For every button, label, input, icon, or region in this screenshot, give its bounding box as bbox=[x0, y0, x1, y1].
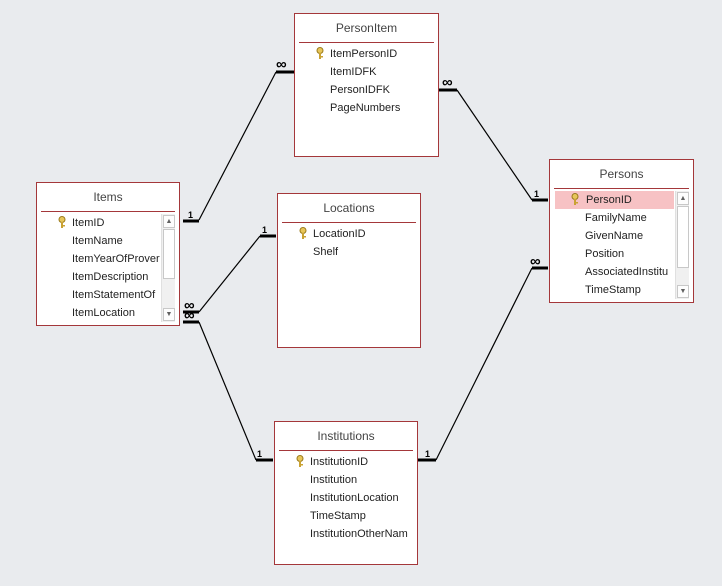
field-row[interactable]: FamilyName bbox=[550, 209, 674, 227]
field-row[interactable]: ItemStatementOf bbox=[37, 286, 161, 304]
field-label: GivenName bbox=[585, 230, 644, 242]
field-row[interactable]: InstitutionLocation bbox=[275, 489, 417, 507]
field-label: Shelf bbox=[313, 246, 339, 258]
primary-key-icon bbox=[58, 216, 66, 228]
one-marker: 1 bbox=[534, 189, 539, 199]
field-row[interactable]: ItemPersonID bbox=[295, 45, 438, 63]
field-label: TimeStamp bbox=[585, 284, 641, 296]
table-title[interactable]: Locations bbox=[323, 201, 375, 215]
primary-key-icon bbox=[299, 227, 307, 239]
table-title[interactable]: PersonItem bbox=[335, 21, 398, 35]
field-label: InstitutionID bbox=[310, 456, 369, 468]
many-marker: ∞ bbox=[184, 307, 195, 324]
title-divider bbox=[554, 188, 689, 189]
field-row-selected[interactable]: PersonID bbox=[555, 191, 674, 209]
scroll-up-button[interactable]: ▲ bbox=[677, 192, 689, 205]
scroll-down-button[interactable]: ▼ bbox=[677, 285, 689, 298]
field-row[interactable]: AssociatedInstitu bbox=[550, 263, 674, 281]
one-marker: 1 bbox=[425, 449, 430, 459]
many-marker: ∞ bbox=[530, 253, 541, 270]
field-row[interactable]: LocationID bbox=[278, 225, 420, 243]
table-items[interactable]: Items ItemID ItemName ItemYearOfProver I… bbox=[36, 182, 180, 326]
field-row[interactable]: ItemID bbox=[37, 214, 161, 232]
one-marker: 1 bbox=[188, 210, 193, 220]
vertical-scrollbar[interactable]: ▲ ▼ bbox=[675, 191, 689, 299]
field-row[interactable]: Position bbox=[550, 245, 674, 263]
table-institutions[interactable]: Institutions InstitutionID Institution I… bbox=[274, 421, 418, 565]
field-row[interactable]: GivenName bbox=[550, 227, 674, 245]
field-row[interactable]: InstitutionID bbox=[275, 453, 417, 471]
scroll-up-button[interactable]: ▲ bbox=[163, 215, 175, 228]
field-row[interactable]: InstitutionOtherNam bbox=[275, 525, 417, 543]
table-title[interactable]: Persons bbox=[599, 167, 644, 181]
field-row[interactable]: ItemLocation bbox=[37, 304, 161, 322]
field-list: PersonID FamilyName GivenName Position A… bbox=[550, 191, 674, 299]
field-row[interactable]: ItemIDFK bbox=[295, 63, 438, 81]
field-row[interactable]: PageNumbers bbox=[295, 99, 438, 117]
field-list: LocationID Shelf bbox=[278, 225, 420, 261]
scroll-down-button[interactable]: ▼ bbox=[163, 308, 175, 321]
title-divider bbox=[279, 450, 413, 451]
field-row[interactable]: Shelf bbox=[278, 243, 420, 261]
field-row[interactable]: Institution bbox=[275, 471, 417, 489]
table-locations[interactable]: Locations LocationID Shelf bbox=[277, 193, 421, 348]
field-row[interactable]: PersonIDFK bbox=[295, 81, 438, 99]
many-marker: ∞ bbox=[184, 297, 195, 314]
field-row[interactable]: ItemDescription bbox=[37, 268, 161, 286]
field-label: TimeStamp bbox=[310, 510, 366, 522]
many-marker: ∞ bbox=[276, 56, 287, 73]
vertical-scrollbar[interactable]: ▲ ▼ bbox=[161, 214, 175, 322]
one-marker: 1 bbox=[262, 225, 267, 235]
field-row[interactable]: TimeStamp bbox=[550, 281, 674, 299]
field-list: ItemID ItemName ItemYearOfProver ItemDes… bbox=[37, 214, 161, 322]
field-label: LocationID bbox=[313, 228, 366, 240]
primary-key-icon bbox=[316, 47, 324, 59]
field-list: ItemPersonID ItemIDFK PersonIDFK PageNum… bbox=[295, 45, 438, 117]
field-label: PersonIDFK bbox=[330, 84, 390, 96]
field-label: Position bbox=[585, 248, 625, 260]
table-personitem[interactable]: PersonItem ItemPersonID ItemIDFK PersonI… bbox=[294, 13, 439, 157]
field-list: InstitutionID Institution InstitutionLoc… bbox=[275, 453, 417, 543]
primary-key-icon bbox=[571, 193, 579, 205]
table-persons[interactable]: Persons PersonID FamilyName GivenName Po… bbox=[549, 159, 694, 303]
title-divider bbox=[299, 42, 434, 43]
field-label: AssociatedInstitu bbox=[585, 266, 669, 278]
field-row[interactable]: TimeStamp bbox=[275, 507, 417, 525]
field-label: ItemDescription bbox=[72, 271, 149, 283]
field-label: PageNumbers bbox=[330, 102, 401, 114]
field-row[interactable]: ItemName bbox=[37, 232, 161, 250]
primary-key-icon bbox=[296, 455, 304, 467]
scroll-thumb[interactable] bbox=[163, 229, 175, 279]
one-marker: 1 bbox=[257, 449, 262, 459]
title-divider bbox=[282, 222, 416, 223]
field-label: ItemIDFK bbox=[330, 66, 377, 78]
field-label: ItemPersonID bbox=[330, 48, 398, 60]
table-title[interactable]: Institutions bbox=[317, 429, 375, 443]
field-label: ItemName bbox=[72, 235, 123, 247]
many-marker: ∞ bbox=[442, 74, 453, 91]
title-divider bbox=[41, 211, 175, 212]
field-label: ItemLocation bbox=[72, 307, 135, 319]
field-label: InstitutionLocation bbox=[310, 492, 399, 504]
field-label: ItemYearOfProver bbox=[72, 253, 160, 265]
field-label: ItemStatementOf bbox=[72, 289, 156, 301]
field-label: ItemID bbox=[72, 217, 105, 229]
field-label: Institution bbox=[310, 474, 358, 486]
scroll-thumb[interactable] bbox=[677, 206, 689, 268]
field-label: PersonID bbox=[586, 194, 632, 206]
table-title[interactable]: Items bbox=[93, 190, 123, 204]
field-label: FamilyName bbox=[585, 212, 647, 224]
field-row[interactable]: ItemYearOfProver bbox=[37, 250, 161, 268]
field-label: InstitutionOtherNam bbox=[310, 528, 408, 540]
